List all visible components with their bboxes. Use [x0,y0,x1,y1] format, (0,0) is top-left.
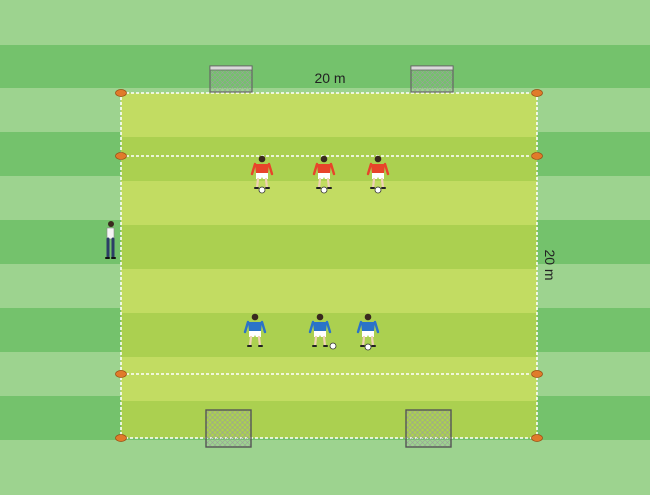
cone-icon [532,90,543,97]
width-label: 20 m [314,70,345,86]
height-label: 20 m [542,249,558,280]
pitch-band [121,313,537,357]
ball-icon [259,187,265,193]
goal-top-right [411,66,453,92]
pitch-band [121,401,537,438]
cone-icon [532,371,543,378]
ball-icon [365,344,371,350]
grass-stripe [0,0,650,45]
pitch-band [121,93,537,137]
cone-icon [532,153,543,160]
cone-icon [116,153,127,160]
cone-icon [532,435,543,442]
pitch-band [121,269,537,313]
ball-icon [321,187,327,193]
goal-top-left [210,66,252,92]
grass-stripe [0,440,650,495]
pitch-band [121,225,537,269]
goal-bottom-right [406,410,451,447]
pitch-band [121,357,537,401]
cone-icon [116,371,127,378]
cone-icon [116,435,127,442]
ball-icon [330,343,336,349]
ball-icon [375,187,381,193]
playing-area [121,93,537,438]
goal-bottom-left [206,410,251,447]
cone-icon [116,90,127,97]
